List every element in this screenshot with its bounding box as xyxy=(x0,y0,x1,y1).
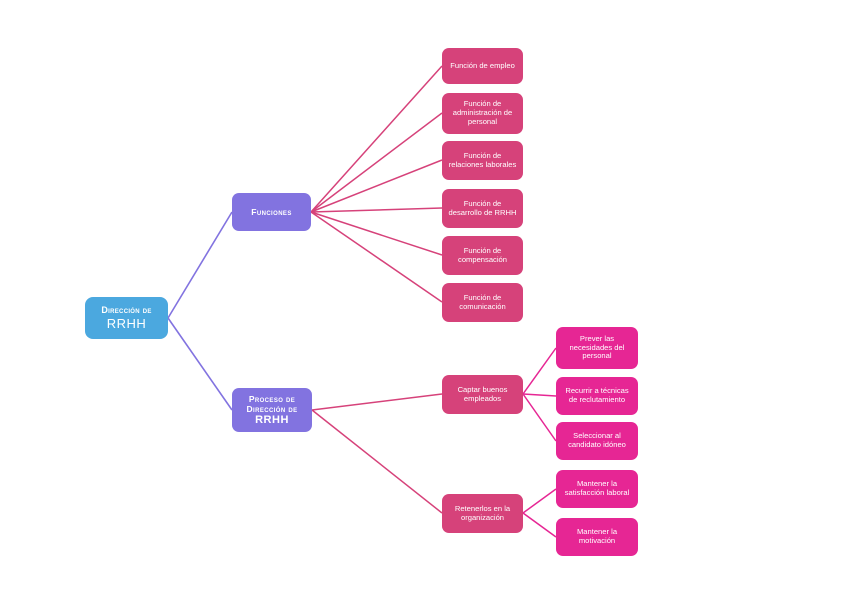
edge-funciones-comunicacion xyxy=(310,211,443,303)
node-prever-necesidades[interactable]: Prever las necesidades del personal xyxy=(556,327,638,369)
node-funcion-administracion-label: Función de administración de personal xyxy=(452,99,513,126)
node-branch-funciones[interactable]: Funciones xyxy=(232,193,311,231)
node-funcion-empleo[interactable]: Función de empleo xyxy=(442,48,523,84)
node-funcion-desarrollo[interactable]: Función de desarrollo de RRHH xyxy=(442,189,523,228)
node-mantener-motivacion[interactable]: Mantener la motivación xyxy=(556,518,638,556)
node-root[interactable]: Dirección de RRHH xyxy=(85,297,168,339)
edge-proceso-captar xyxy=(311,393,443,411)
node-branch-proceso[interactable]: Proceso de Dirección de RRHH xyxy=(232,388,312,432)
node-seleccionar-candidato-label: Seleccionar al candidato idóneo xyxy=(568,431,626,449)
node-recurrir-tecnicas-label: Recurrir a técnicas de reclutamiento xyxy=(565,386,629,404)
node-recurrir-tecnicas[interactable]: Recurrir a técnicas de reclutamiento xyxy=(556,377,638,415)
node-mantener-satisfaccion[interactable]: Mantener la satisfacción laboral xyxy=(556,470,638,508)
node-funcion-relaciones-label: Función de relaciones laborales xyxy=(448,150,517,169)
node-funcion-compensacion-label: Función de compensación xyxy=(458,245,507,264)
edge-retenerlos-satisfaccion xyxy=(522,488,557,514)
node-root-label-line1: Dirección de xyxy=(101,304,152,315)
node-branch-proceso-label-line1: Proceso de xyxy=(248,393,296,404)
node-mantener-motivacion-label: Mantener la motivación xyxy=(576,527,618,545)
node-branch-proceso-label-line3: RRHH xyxy=(255,413,289,426)
node-funcion-empleo-label: Función de empleo xyxy=(450,60,515,70)
edge-funciones-empleo xyxy=(310,65,443,213)
node-funcion-relaciones[interactable]: Función de relaciones laborales xyxy=(442,141,523,180)
node-captar-buenos-empleados-label: Captar buenos empleados xyxy=(457,384,508,403)
edge-captar-seleccionar xyxy=(522,393,557,442)
edge-funciones-desarrollo xyxy=(310,207,443,213)
edge-funciones-administracion xyxy=(310,112,443,213)
node-funcion-administracion[interactable]: Función de administración de personal xyxy=(442,93,523,134)
node-root-label-line2: RRHH xyxy=(106,316,147,332)
node-captar-buenos-empleados[interactable]: Captar buenos empleados xyxy=(442,375,523,414)
node-funcion-desarrollo-label: Función de desarrollo de RRHH xyxy=(448,198,517,217)
edge-captar-recurrir xyxy=(522,393,557,397)
node-branch-funciones-label: Funciones xyxy=(251,206,292,217)
node-prever-necesidades-label: Prever las necesidades del personal xyxy=(569,333,625,361)
node-retenerlos-organizacion[interactable]: Retenerlos en la organización xyxy=(442,494,523,533)
node-branch-proceso-label-line2: Dirección de xyxy=(246,403,298,414)
edge-funciones-compensacion xyxy=(310,211,443,256)
edge-retenerlos-motivacion xyxy=(522,512,557,538)
node-seleccionar-candidato[interactable]: Seleccionar al candidato idóneo xyxy=(556,422,638,460)
node-funcion-comunicacion-label: Función de comunicación xyxy=(459,292,506,311)
edge-captar-prever xyxy=(522,347,557,395)
node-funcion-compensacion[interactable]: Función de compensación xyxy=(442,236,523,275)
edge-root-proceso xyxy=(167,317,233,411)
node-mantener-satisfaccion-label: Mantener la satisfacción laboral xyxy=(564,479,630,497)
edge-funciones-relaciones xyxy=(310,159,443,213)
node-funcion-comunicacion[interactable]: Función de comunicación xyxy=(442,283,523,322)
edge-proceso-retenerlos xyxy=(311,409,443,514)
edge-root-funciones xyxy=(167,211,233,319)
node-retenerlos-organizacion-label: Retenerlos en la organización xyxy=(454,503,511,522)
